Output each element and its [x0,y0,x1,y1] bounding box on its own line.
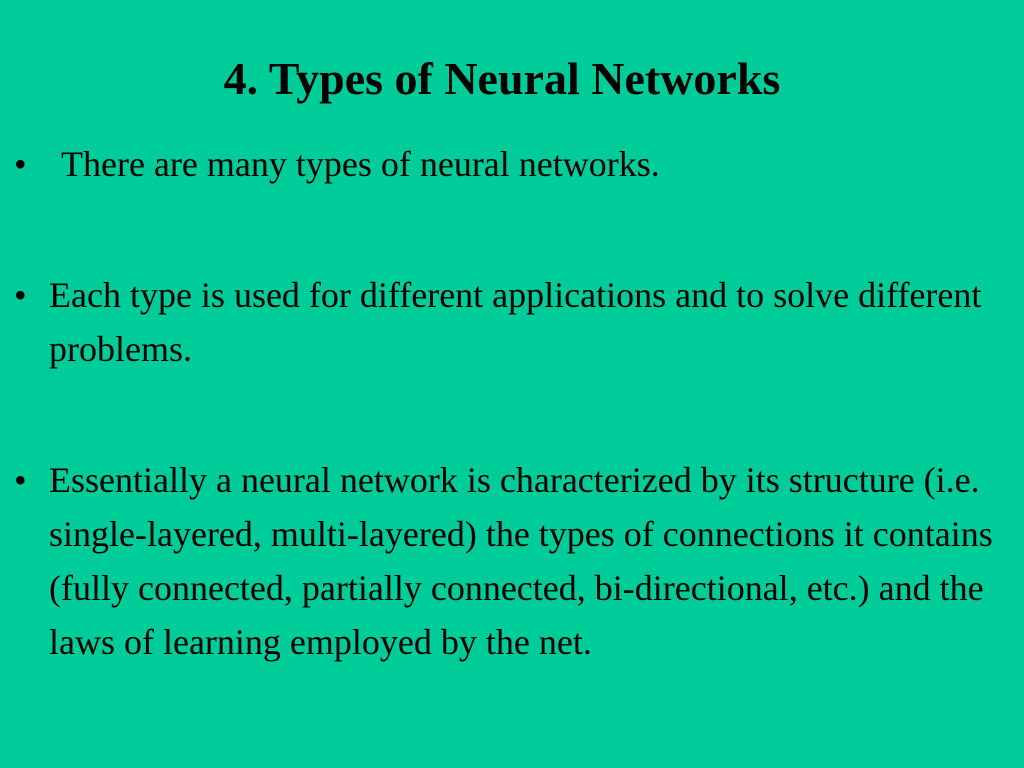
bullet-marker: • [14,460,27,500]
bullet-marker: • [14,144,27,184]
bullet-item: • There are many types of neural network… [14,137,1009,191]
bullet-text: There are many types of neural networks. [61,144,660,184]
bullet-item: • Each type is used for different applic… [14,268,1009,376]
bullet-text: Each type is used for different applicat… [49,275,982,369]
bullet-item: • Essentially a neural network is charac… [14,453,1009,669]
bullet-text: Essentially a neural network is characte… [49,460,993,662]
bullet-marker: • [14,275,27,315]
slide-title: 4. Types of Neural Networks [223,52,781,104]
